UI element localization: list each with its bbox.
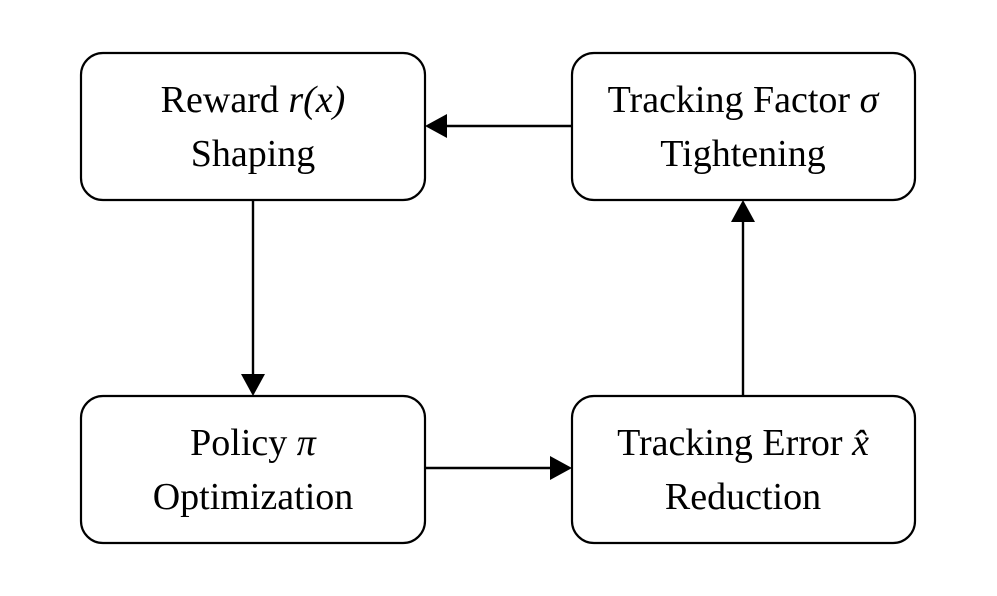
arrow-head-down [241,374,265,396]
edge-factor-to-reward [425,114,572,138]
node-box [79,51,427,202]
arrow-head-left [425,114,447,138]
node-reward-shaping: Reward r(x) Shaping [79,51,427,202]
node-line-2: Reduction [665,476,821,518]
node-line-1: Tracking Error x̂ [617,422,869,464]
node-tracking-factor: Tracking Factor σ Tightening [570,51,917,202]
node-policy-optimization: Policy π Optimization [79,394,427,545]
node-line-2: Tightening [660,133,825,175]
node-line-2: Optimization [153,476,354,518]
node-line-1: Tracking Factor σ [608,79,880,121]
edge-policy-to-error [425,456,572,480]
edge-error-to-factor [731,200,755,396]
arrow-head-right [550,456,572,480]
arrow-head-up [731,200,755,222]
node-line-1: Policy π [190,422,317,464]
node-line-1: Reward r(x) [161,79,346,121]
node-box [570,394,917,545]
node-box [570,51,917,202]
node-line-2: Shaping [191,133,316,175]
edge-reward-to-policy [241,200,265,396]
node-tracking-error: Tracking Error x̂ Reduction [570,394,917,545]
node-box [79,394,427,545]
